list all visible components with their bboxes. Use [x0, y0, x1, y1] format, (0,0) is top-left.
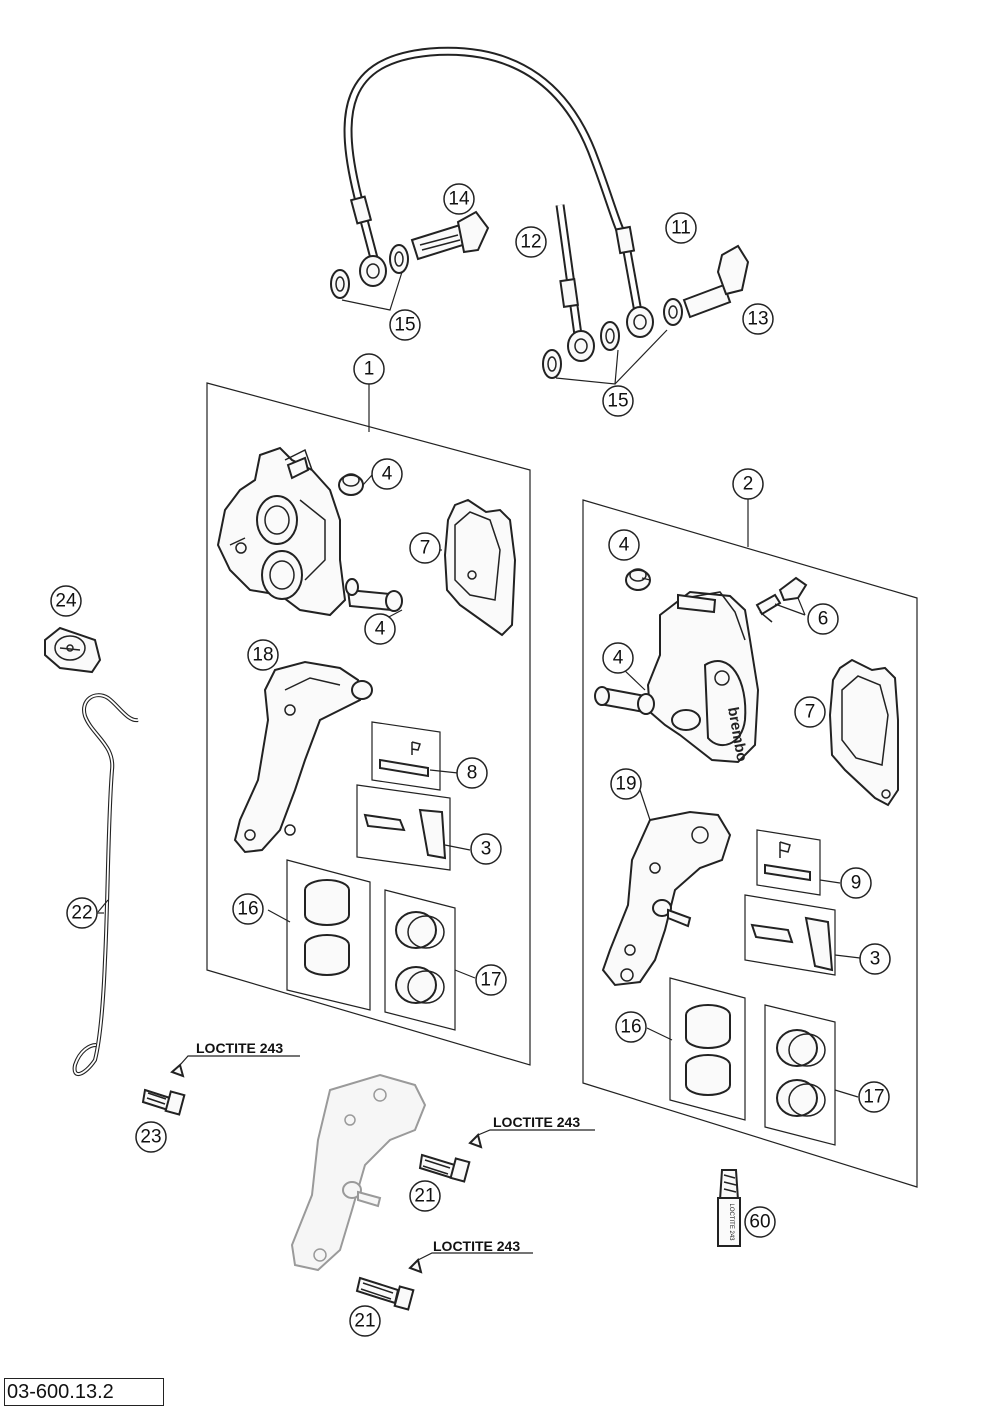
- callout-22: 22: [66, 897, 98, 929]
- guide-pin-4-panel-2: [594, 568, 655, 715]
- loctite-bottle-60: LOCTITE 243: [717, 1169, 741, 1247]
- callout-21b-label: 21: [354, 1311, 375, 1332]
- callout-15b: 15: [602, 385, 634, 417]
- callout-17b: 17: [858, 1081, 890, 1113]
- callout-7a: 7: [409, 532, 441, 564]
- callout-24: 24: [50, 585, 82, 617]
- callout-8: 8: [456, 757, 488, 789]
- callout-6: 6: [807, 603, 839, 635]
- callout-4a-label: 4: [382, 464, 393, 485]
- callout-11: 11: [665, 212, 697, 244]
- callout-16a-label: 16: [237, 899, 258, 920]
- brake-hose: [343, 46, 643, 336]
- callout-19: 19: [610, 768, 642, 800]
- brake-pad-7b: [828, 658, 899, 807]
- brake-pad-7a: [443, 498, 517, 637]
- kit-box-8: [371, 721, 441, 791]
- bleeder-valve-6: [755, 576, 808, 623]
- callout-23: 23: [135, 1121, 167, 1153]
- loctite-label-3: LOCTITE 243: [433, 1238, 520, 1254]
- callout-3b-label: 3: [870, 949, 881, 970]
- callout-11-label: 11: [671, 218, 691, 239]
- callout-15b-label: 15: [607, 391, 628, 412]
- callout-17b-label: 17: [863, 1087, 884, 1108]
- callout-14: 14: [443, 183, 475, 215]
- callout-2-label: 2: [743, 474, 754, 495]
- bolt-21a: [418, 1129, 595, 1183]
- kit-box-17b: [764, 1004, 836, 1146]
- callout-3a: 3: [470, 833, 502, 865]
- guide-pin-4: [338, 473, 403, 612]
- callout-3b: 3: [859, 943, 891, 975]
- kit-box-3b: [744, 894, 836, 976]
- callout-21a: 21: [409, 1180, 441, 1212]
- kit-box-3a: [356, 784, 451, 871]
- callout-7b: 7: [794, 696, 826, 728]
- callout-7a-label: 7: [420, 538, 431, 559]
- callout-1: 1: [353, 353, 385, 385]
- caliper-2: brembo: [646, 590, 760, 764]
- bolt-21b: [355, 1252, 533, 1311]
- caliper-1: [216, 446, 347, 617]
- callout-4b: 4: [364, 613, 396, 645]
- panel-2-leader-lines: [621, 577, 861, 1098]
- caliper-bracket-19: [601, 810, 732, 987]
- callout-60-label: 60: [749, 1212, 770, 1233]
- callout-14-label: 14: [448, 189, 470, 210]
- loctite-label-2: LOCTITE 243: [493, 1114, 580, 1130]
- callout-19-label: 19: [615, 774, 636, 795]
- callout-13: 13: [742, 303, 774, 335]
- callout-23-label: 23: [140, 1127, 161, 1148]
- callout-3a-label: 3: [481, 839, 492, 860]
- callout-7b-label: 7: [805, 702, 816, 723]
- caliper-bracket-18: [233, 660, 373, 854]
- top-leader-lines: [341, 271, 668, 385]
- callout-17a: 17: [475, 964, 507, 996]
- callout-8-label: 8: [467, 763, 478, 784]
- callout-60: 60: [744, 1206, 776, 1238]
- callout-4d: 4: [602, 642, 634, 674]
- callout-16a: 16: [232, 893, 264, 925]
- callout-4c: 4: [608, 529, 640, 561]
- cable-guide-22: [72, 693, 139, 1076]
- kit-box-16a: [286, 859, 371, 1011]
- callout-16b-label: 16: [620, 1017, 641, 1038]
- callout-9: 9: [840, 867, 872, 899]
- callout-21b: 21: [349, 1305, 381, 1337]
- callout-4d-label: 4: [613, 648, 624, 669]
- callout-22-label: 22: [71, 903, 92, 924]
- callout-2: 2: [732, 468, 764, 500]
- loctite-bottle-label: LOCTITE 243: [728, 1203, 734, 1241]
- banjo-fittings: [330, 210, 750, 379]
- callout-13-label: 13: [747, 309, 768, 330]
- callout-4a: 4: [371, 458, 403, 490]
- callout-1-label: 1: [364, 359, 375, 380]
- callout-24-label: 24: [55, 591, 77, 612]
- document-number: 03-600.13.2: [4, 1378, 164, 1406]
- kit-box-16b: [669, 977, 746, 1121]
- callout-9-label: 9: [851, 873, 862, 894]
- callout-15a: 15: [389, 309, 421, 341]
- callout-18-label: 18: [252, 645, 273, 666]
- loctite-label-1: LOCTITE 243: [196, 1040, 283, 1056]
- callout-17a-label: 17: [480, 970, 501, 991]
- callout-6-label: 6: [818, 609, 829, 630]
- callout-12-label: 12: [520, 232, 541, 253]
- kit-box-9: [756, 829, 821, 896]
- callout-16b: 16: [615, 1011, 647, 1043]
- kit-box-17a: [384, 889, 456, 1031]
- grommet-24: [44, 626, 102, 674]
- callout-21a-label: 21: [414, 1186, 435, 1207]
- bolt-23: [141, 1055, 300, 1116]
- callout-4c-label: 4: [619, 535, 630, 556]
- callout-12: 12: [515, 226, 547, 258]
- callout-15a-label: 15: [394, 315, 415, 336]
- callout-4b-label: 4: [375, 619, 386, 640]
- callout-18: 18: [247, 639, 279, 671]
- bracket-ghost: [290, 1073, 427, 1272]
